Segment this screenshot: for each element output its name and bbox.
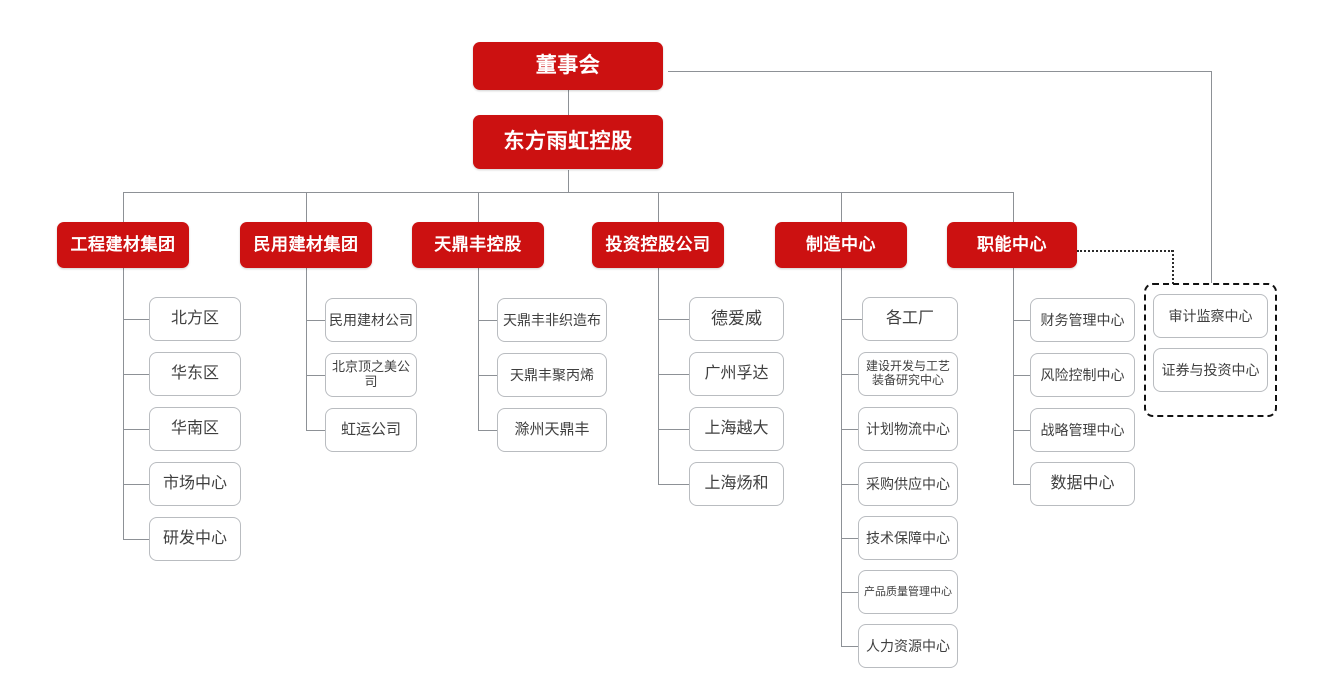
connector-stub-c1-5 [123, 539, 149, 540]
node-leaf-c5-6[interactable]: 产品质量管理中心 [858, 570, 958, 614]
node-leaf-c6-1[interactable]: 财务管理中心 [1030, 298, 1135, 342]
connector-stub-c1-3 [123, 429, 149, 430]
node-leaf-c2-2[interactable]: 北京顶之美公司 [325, 353, 417, 397]
node-leaf-c4-4[interactable]: 上海炀和 [689, 462, 784, 506]
connector-trunk-col4 [658, 268, 659, 484]
connector-stub-c1-2 [123, 374, 149, 375]
connector-stub-c4-4 [658, 484, 689, 485]
node-leaf-c5-7[interactable]: 人力资源中心 [858, 624, 958, 668]
node-leaf-c6-4[interactable]: 数据中心 [1030, 462, 1135, 506]
node-leaf-c5-3[interactable]: 计划物流中心 [858, 407, 958, 451]
connector-stub-c4-2 [658, 374, 689, 375]
connector-stub-c3-1 [478, 320, 497, 321]
node-board[interactable]: 董事会 [473, 42, 663, 90]
connector-stub-c5-2 [841, 374, 862, 375]
connector-stub-c5-5 [841, 538, 862, 539]
node-division-functional[interactable]: 职能中心 [947, 222, 1077, 268]
connector-bus-drop-4 [658, 192, 659, 222]
node-leaf-c1-2[interactable]: 华东区 [149, 352, 241, 396]
connector-board-right-rail [668, 71, 1212, 72]
node-leaf-c3-3[interactable]: 滁州天鼎丰 [497, 408, 607, 452]
connector-trunk-col6 [1013, 268, 1014, 484]
connector-trunk-col1 [123, 268, 124, 540]
node-leaf-c4-1[interactable]: 德爱威 [689, 297, 784, 341]
connector-trunk-col5 [841, 268, 842, 646]
connector-stub-c5-4 [841, 484, 862, 485]
node-leaf-c4-3[interactable]: 上海越大 [689, 407, 784, 451]
node-supervisory-securities[interactable]: 证券与投资中心 [1153, 348, 1268, 392]
connector-stub-c6-3 [1013, 430, 1030, 431]
connector-dotted-functional-drop [1172, 250, 1174, 284]
node-leaf-c4-2[interactable]: 广州孚达 [689, 352, 784, 396]
connector-holding-down [568, 170, 569, 192]
connector-division-bus [123, 192, 1013, 193]
connector-stub-c6-1 [1013, 320, 1030, 321]
node-leaf-c2-1[interactable]: 民用建材公司 [325, 298, 417, 342]
connector-stub-c5-1 [841, 319, 862, 320]
node-leaf-c5-2[interactable]: 建设开发与工艺装备研究中心 [858, 352, 958, 396]
connector-stub-c6-4 [1013, 484, 1030, 485]
connector-stub-c5-6 [841, 592, 862, 593]
connector-stub-c4-1 [658, 319, 689, 320]
connector-bus-drop-3 [478, 192, 479, 222]
node-leaf-c3-1[interactable]: 天鼎丰非织造布 [497, 298, 607, 342]
connector-stub-c6-2 [1013, 375, 1030, 376]
node-leaf-c6-3[interactable]: 战略管理中心 [1030, 408, 1135, 452]
connector-bus-drop-2 [306, 192, 307, 222]
node-leaf-c1-4[interactable]: 市场中心 [149, 462, 241, 506]
connector-stub-c1-4 [123, 484, 149, 485]
connector-stub-c2-3 [306, 430, 325, 431]
node-leaf-c5-1[interactable]: 各工厂 [862, 297, 958, 341]
connector-dotted-functional-horizontal [1077, 250, 1173, 252]
node-division-tiandingfeng[interactable]: 天鼎丰控股 [412, 222, 544, 268]
node-holding[interactable]: 东方雨虹控股 [473, 115, 663, 169]
node-leaf-c5-5[interactable]: 技术保障中心 [858, 516, 958, 560]
node-leaf-c5-4[interactable]: 采购供应中心 [858, 462, 958, 506]
connector-board-to-holding [568, 89, 569, 115]
connector-stub-c5-3 [841, 429, 862, 430]
connector-stub-c2-1 [306, 320, 325, 321]
node-division-investment[interactable]: 投资控股公司 [592, 222, 724, 268]
node-leaf-c2-3[interactable]: 虹运公司 [325, 408, 417, 452]
connector-trunk-col3 [478, 268, 479, 430]
node-division-civil[interactable]: 民用建材集团 [240, 222, 372, 268]
connector-stub-c1-1 [123, 319, 149, 320]
node-division-manufacturing[interactable]: 制造中心 [775, 222, 907, 268]
node-division-engineering[interactable]: 工程建材集团 [57, 222, 189, 268]
node-leaf-c1-3[interactable]: 华南区 [149, 407, 241, 451]
node-leaf-c3-2[interactable]: 天鼎丰聚丙烯 [497, 353, 607, 397]
node-supervisory-audit[interactable]: 审计监察中心 [1153, 294, 1268, 338]
node-leaf-c6-2[interactable]: 风险控制中心 [1030, 353, 1135, 397]
connector-bus-drop-1 [123, 192, 124, 222]
connector-stub-c4-3 [658, 429, 689, 430]
connector-stub-c3-3 [478, 430, 497, 431]
node-leaf-c1-5[interactable]: 研发中心 [149, 517, 241, 561]
connector-board-right-drop [1211, 71, 1212, 283]
connector-bus-drop-5 [841, 192, 842, 222]
connector-stub-c3-2 [478, 375, 497, 376]
connector-stub-c2-2 [306, 375, 325, 376]
connector-stub-c5-7 [841, 646, 862, 647]
connector-bus-drop-6 [1013, 192, 1014, 222]
node-leaf-c1-1[interactable]: 北方区 [149, 297, 241, 341]
supervisory-group-container [1144, 283, 1277, 417]
connector-trunk-col2 [306, 268, 307, 430]
